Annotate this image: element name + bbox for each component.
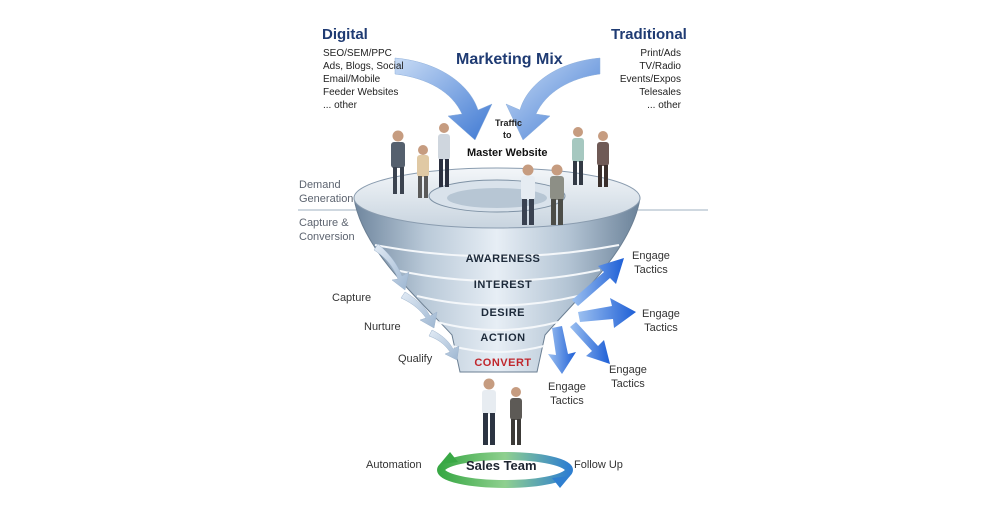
engage-tactics-label: Engage Tactics <box>632 249 670 277</box>
capture-arrow-icon <box>373 243 410 291</box>
marketing-mix-title: Marketing Mix <box>456 51 563 68</box>
demand-label-line: Generation <box>299 193 354 205</box>
traditional-item: Print/Ads <box>640 48 681 59</box>
sales-team-label: Sales Team <box>466 458 537 473</box>
master-website-label: Master Website <box>467 147 548 159</box>
engage-tactics-label: Engage Tactics <box>548 380 586 408</box>
nurture-arrow-icon <box>400 291 438 329</box>
digital-item: SEO/SEM/PPC <box>323 48 392 59</box>
cycle-arrow-icon <box>440 452 458 464</box>
digital-item: Ads, Blogs, Social <box>323 61 404 72</box>
people-icon <box>391 123 609 445</box>
engage-arrow-icon <box>570 322 610 364</box>
traditional-item: Telesales <box>639 87 681 98</box>
qualify-label: Qualify <box>398 353 433 365</box>
stage-desire: DESIRE <box>481 307 525 319</box>
engage-arrow-icon <box>572 258 624 306</box>
engage-tactics-label: Engage Tactics <box>609 363 647 391</box>
capture-label-line: Conversion <box>299 231 355 243</box>
engage-line: Engage <box>609 364 647 376</box>
nurture-label: Nurture <box>364 321 401 333</box>
digital-item: ... other <box>323 100 357 111</box>
engage-line: Engage <box>548 381 586 393</box>
automation-label: Automation <box>366 459 422 471</box>
traffic-label: Traffic <box>495 118 523 128</box>
stage-convert: CONVERT <box>474 357 531 369</box>
engage-arrow-icon <box>548 326 576 374</box>
sales-cycle-ring <box>437 452 573 488</box>
tactics-line: Tactics <box>644 322 678 334</box>
capture-label-line: Capture & <box>299 217 349 229</box>
stage-action: ACTION <box>480 332 525 344</box>
digital-arrow <box>394 57 493 141</box>
cycle-arrow-icon <box>552 476 570 488</box>
tactics-line: Tactics <box>550 395 584 407</box>
traffic-to-label: to <box>503 130 512 140</box>
capture-label: Capture <box>332 292 372 304</box>
traditional-arrow <box>505 57 601 141</box>
engage-arrow-icon <box>578 298 636 328</box>
traditional-item: ... other <box>647 100 681 111</box>
stage-awareness: AWARENESS <box>466 253 541 265</box>
digital-heading: Digital <box>322 26 368 43</box>
demand-label-line: Demand <box>299 179 341 191</box>
digital-item: Email/Mobile <box>323 74 381 85</box>
stage-interest: INTEREST <box>474 279 532 291</box>
traditional-heading: Traditional <box>611 26 687 43</box>
qualify-arrow-icon <box>428 329 460 361</box>
engage-line: Engage <box>632 250 670 262</box>
traditional-item: Events/Expos <box>619 74 681 85</box>
traditional-item: TV/Radio <box>639 61 681 72</box>
follow-up-label: Follow Up <box>574 459 623 471</box>
demand-generation-label: Demand Generation <box>299 178 353 206</box>
engage-line: Engage <box>642 308 680 320</box>
digital-item: Feeder Websites <box>323 87 399 98</box>
capture-conversion-label: Capture & Conversion <box>299 216 355 244</box>
tactics-line: Tactics <box>634 264 668 276</box>
tactics-line: Tactics <box>611 378 645 390</box>
engage-tactics-label: Engage Tactics <box>642 307 680 335</box>
